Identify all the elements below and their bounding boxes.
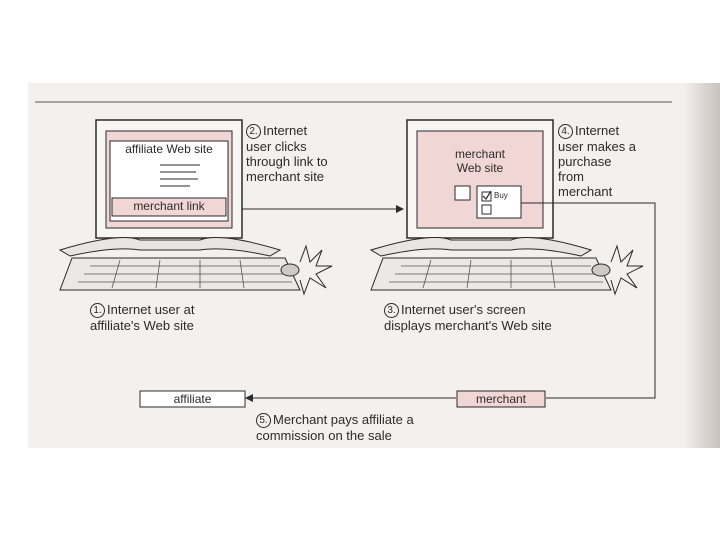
- mouse: [281, 264, 299, 276]
- step-number: 1.: [90, 303, 105, 318]
- monitor-stand: [371, 238, 591, 256]
- step-number: 5.: [256, 413, 271, 428]
- step-1-label: 1.Internet user at affiliate's Web site: [90, 302, 194, 333]
- step-number: 2.: [246, 124, 261, 139]
- step-4-label: 4.Internet user makes a purchase from me…: [558, 123, 636, 199]
- product-box: [455, 186, 470, 200]
- step-text: Internet user's screen displays merchant…: [384, 302, 552, 333]
- step-5-label: 5.Merchant pays affiliate a commission o…: [256, 412, 414, 443]
- monitor-stand: [60, 238, 280, 256]
- step-number: 3.: [384, 303, 399, 318]
- step-text: Merchant pays affiliate a commission on …: [256, 412, 414, 443]
- affiliate-site-label: affiliate Web site: [108, 142, 230, 156]
- empty-checkbox-icon: [482, 205, 491, 214]
- affiliate-box-label: affiliate: [140, 392, 245, 406]
- step-2-label: 2.Internet user clicks through link to m…: [246, 123, 328, 184]
- mouse: [592, 264, 610, 276]
- click-burst-icon: [300, 246, 332, 294]
- merchant-link-label: merchant link: [112, 199, 226, 213]
- merchant-site-label: merchant Web site: [430, 147, 530, 175]
- buy-label: Buy: [494, 191, 516, 200]
- step-text: Internet user at affiliate's Web site: [90, 302, 194, 333]
- merchant-box-label: merchant: [457, 392, 545, 406]
- click-burst-icon: [611, 246, 643, 294]
- step-number: 4.: [558, 124, 573, 139]
- step-3-label: 3.Internet user's screen displays mercha…: [384, 302, 552, 333]
